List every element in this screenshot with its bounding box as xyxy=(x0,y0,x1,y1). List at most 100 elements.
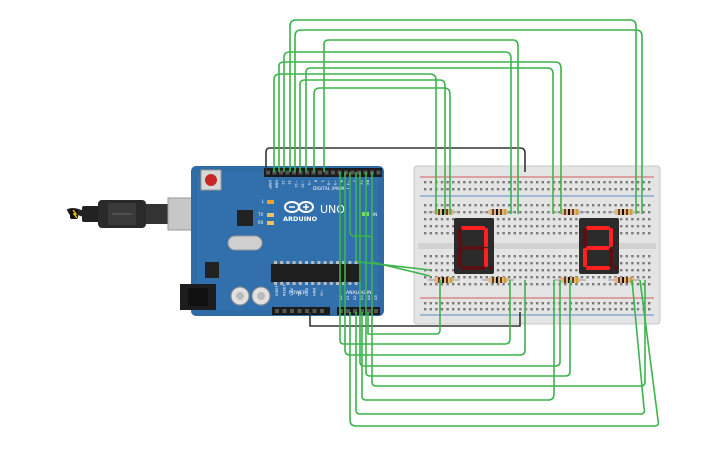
breadboard-hole[interactable] xyxy=(491,204,494,207)
resistor[interactable] xyxy=(482,277,514,283)
breadboard-hole[interactable] xyxy=(608,181,612,184)
breadboard-hole[interactable] xyxy=(536,232,539,235)
breadboard-hole[interactable] xyxy=(614,181,617,184)
breadboard-hole[interactable] xyxy=(642,218,645,221)
breadboard-hole[interactable] xyxy=(564,225,567,228)
breadboard-hole[interactable] xyxy=(524,255,528,258)
breadboard-hole[interactable] xyxy=(502,262,505,265)
breadboard-hole[interactable] xyxy=(648,255,651,258)
reset-button[interactable] xyxy=(200,169,222,191)
breadboard-hole[interactable] xyxy=(648,269,651,272)
breadboard-hole[interactable] xyxy=(496,204,500,207)
breadboard-hole[interactable] xyxy=(502,181,505,184)
header-hole[interactable] xyxy=(298,170,303,175)
breadboard-hole[interactable] xyxy=(631,204,634,207)
breadboard-hole[interactable] xyxy=(631,262,634,265)
breadboard-hole[interactable] xyxy=(648,225,651,228)
breadboard-hole[interactable] xyxy=(452,283,455,286)
breadboard-hole[interactable] xyxy=(468,308,472,311)
breadboard-hole[interactable] xyxy=(620,232,623,235)
breadboard-hole[interactable] xyxy=(592,188,595,191)
breadboard-hole[interactable] xyxy=(502,204,505,207)
resistor[interactable] xyxy=(482,209,514,215)
header-hole[interactable] xyxy=(374,309,378,313)
breadboard-hole[interactable] xyxy=(564,302,567,305)
breadboard-hole[interactable] xyxy=(457,181,460,184)
breadboard-hole[interactable] xyxy=(446,181,449,184)
breadboard-hole[interactable] xyxy=(547,269,550,272)
breadboard-hole[interactable] xyxy=(541,181,544,184)
breadboard-hole[interactable] xyxy=(424,225,427,228)
breadboard-hole[interactable] xyxy=(496,188,500,191)
breadboard-hole[interactable] xyxy=(530,255,533,258)
breadboard-hole[interactable] xyxy=(524,188,528,191)
breadboard-hole[interactable] xyxy=(648,308,651,311)
breadboard-hole[interactable] xyxy=(575,188,578,191)
breadboard-hole[interactable] xyxy=(648,218,651,221)
breadboard-hole[interactable] xyxy=(642,204,645,207)
breadboard-hole[interactable] xyxy=(541,262,544,265)
breadboard-hole[interactable] xyxy=(452,276,455,279)
breadboard-hole[interactable] xyxy=(569,181,572,184)
breadboard-hole[interactable] xyxy=(547,308,550,311)
breadboard-hole[interactable] xyxy=(474,188,477,191)
breadboard-hole[interactable] xyxy=(558,232,561,235)
breadboard-hole[interactable] xyxy=(592,302,595,305)
breadboard-hole[interactable] xyxy=(597,204,600,207)
breadboard-hole[interactable] xyxy=(468,211,472,214)
breadboard-hole[interactable] xyxy=(558,204,561,207)
breadboard-hole[interactable] xyxy=(468,302,472,305)
header-hole[interactable] xyxy=(346,309,350,313)
breadboard-hole[interactable] xyxy=(642,276,645,279)
breadboard-hole[interactable] xyxy=(603,308,606,311)
breadboard-hole[interactable] xyxy=(541,276,544,279)
breadboard-hole[interactable] xyxy=(435,218,438,221)
header-hole[interactable] xyxy=(353,309,357,313)
header-hole[interactable] xyxy=(339,309,343,313)
breadboard-hole[interactable] xyxy=(530,276,533,279)
header-hole[interactable] xyxy=(282,309,287,313)
breadboard-hole[interactable] xyxy=(480,188,483,191)
breadboard-hole[interactable] xyxy=(642,269,645,272)
breadboard-hole[interactable] xyxy=(625,225,628,228)
breadboard-hole[interactable] xyxy=(558,225,561,228)
header-hole[interactable] xyxy=(311,170,316,175)
breadboard-hole[interactable] xyxy=(564,269,567,272)
breadboard-hole[interactable] xyxy=(524,225,528,228)
breadboard-hole[interactable] xyxy=(552,225,556,228)
breadboard-hole[interactable] xyxy=(440,225,444,228)
breadboard-hole[interactable] xyxy=(586,211,589,214)
breadboard-hole[interactable] xyxy=(457,308,460,311)
breadboard-hole[interactable] xyxy=(480,204,483,207)
breadboard-hole[interactable] xyxy=(519,283,522,286)
breadboard-hole[interactable] xyxy=(485,308,488,311)
breadboard-hole[interactable] xyxy=(552,262,556,265)
breadboard-hole[interactable] xyxy=(586,188,589,191)
breadboard-hole[interactable] xyxy=(625,269,628,272)
breadboard-hole[interactable] xyxy=(508,262,511,265)
breadboard-hole[interactable] xyxy=(440,308,444,311)
breadboard-hole[interactable] xyxy=(480,308,483,311)
breadboard-hole[interactable] xyxy=(435,225,438,228)
breadboard-hole[interactable] xyxy=(452,302,455,305)
breadboard-hole[interactable] xyxy=(485,181,488,184)
breadboard-hole[interactable] xyxy=(636,283,640,286)
breadboard-hole[interactable] xyxy=(575,218,578,221)
breadboard-hole[interactable] xyxy=(642,188,645,191)
breadboard-hole[interactable] xyxy=(435,283,438,286)
breadboard-hole[interactable] xyxy=(524,262,528,265)
breadboard-hole[interactable] xyxy=(524,269,528,272)
resistor[interactable] xyxy=(608,277,640,283)
breadboard-hole[interactable] xyxy=(429,225,432,228)
breadboard-hole[interactable] xyxy=(631,218,634,221)
breadboard-hole[interactable] xyxy=(541,225,544,228)
breadboard-hole[interactable] xyxy=(631,302,634,305)
breadboard-hole[interactable] xyxy=(569,204,572,207)
breadboard-hole[interactable] xyxy=(508,188,511,191)
breadboard-hole[interactable] xyxy=(502,308,505,311)
breadboard-hole[interactable] xyxy=(440,269,444,272)
breadboard-hole[interactable] xyxy=(446,204,449,207)
breadboard-hole[interactable] xyxy=(580,181,584,184)
breadboard-hole[interactable] xyxy=(457,204,460,207)
breadboard-hole[interactable] xyxy=(513,204,516,207)
